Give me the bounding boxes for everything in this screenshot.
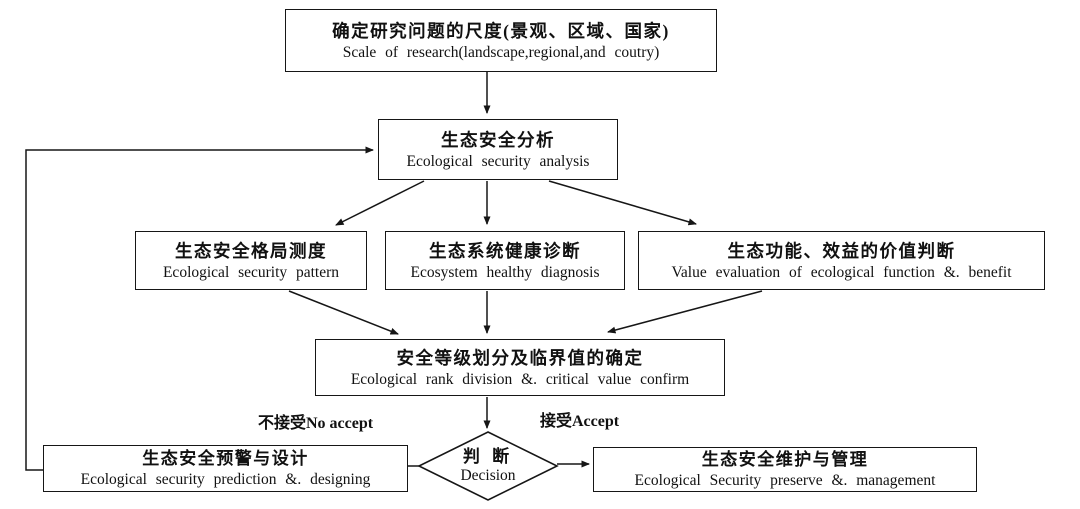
node-value-evaluation: 生态功能、效益的价值判断 Value evaluation of ecologi… — [638, 231, 1045, 290]
node-decision-zh: 判 断 — [462, 447, 514, 466]
node-ecosystem-healthy-diagnosis-en: Ecosystem healthy diagnosis — [410, 263, 600, 281]
node-value-evaluation-en: Value evaluation of ecological function … — [671, 263, 1012, 281]
node-decision-en: Decision — [460, 467, 516, 484]
node-scale-of-research-en: Scale of research(landscape,regional,and… — [342, 43, 660, 61]
node-ecosystem-healthy-diagnosis-zh: 生态系统健康诊断 — [429, 240, 581, 261]
node-decision-diamond: 判 断 Decision — [413, 430, 563, 502]
decision-diamond-shape — [417, 431, 559, 501]
node-scale-of-research: 确定研究问题的尺度(景观、区域、国家) Scale of research(la… — [285, 9, 717, 72]
node-value-evaluation-zh: 生态功能、效益的价值判断 — [727, 240, 956, 261]
node-security-prediction-designing-zh: 生态安全预警与设计 — [142, 449, 309, 468]
node-rank-division-en: Ecological rank division &. critical val… — [350, 370, 690, 388]
node-security-preserve-management: 生态安全维护与管理 Ecological Security preserve &… — [593, 447, 977, 492]
node-security-prediction-designing-en: Ecological security prediction &. design… — [80, 471, 371, 488]
node-security-preserve-management-en: Ecological Security preserve &. manageme… — [634, 472, 936, 489]
node-security-preserve-management-zh: 生态安全维护与管理 — [701, 450, 869, 469]
branch-label-no-accept: 不接受No accept — [258, 415, 374, 432]
node-scale-of-research-zh: 确定研究问题的尺度(景观、区域、国家) — [332, 20, 670, 41]
node-security-prediction-designing: 生态安全预警与设计 Ecological security prediction… — [43, 445, 408, 492]
node-rank-division: 安全等级划分及临界值的确定 Ecological rank division &… — [315, 339, 725, 396]
branch-label-accept: 接受Accept — [540, 413, 620, 430]
node-ecological-security-pattern-zh: 生态安全格局测度 — [175, 240, 327, 261]
node-ecosystem-healthy-diagnosis: 生态系统健康诊断 Ecosystem healthy diagnosis — [385, 231, 625, 290]
node-ecological-security-analysis-en: Ecological security analysis — [406, 152, 590, 170]
node-ecological-security-analysis-zh: 生态安全分析 — [441, 129, 555, 150]
node-ecological-security-analysis: 生态安全分析 Ecological security analysis — [378, 119, 618, 180]
node-ecological-security-pattern: 生态安全格局测度 Ecological security pattern — [135, 231, 367, 290]
node-rank-division-zh: 安全等级划分及临界值的确定 — [396, 347, 644, 368]
node-ecological-security-pattern-en: Ecological security pattern — [162, 263, 340, 281]
